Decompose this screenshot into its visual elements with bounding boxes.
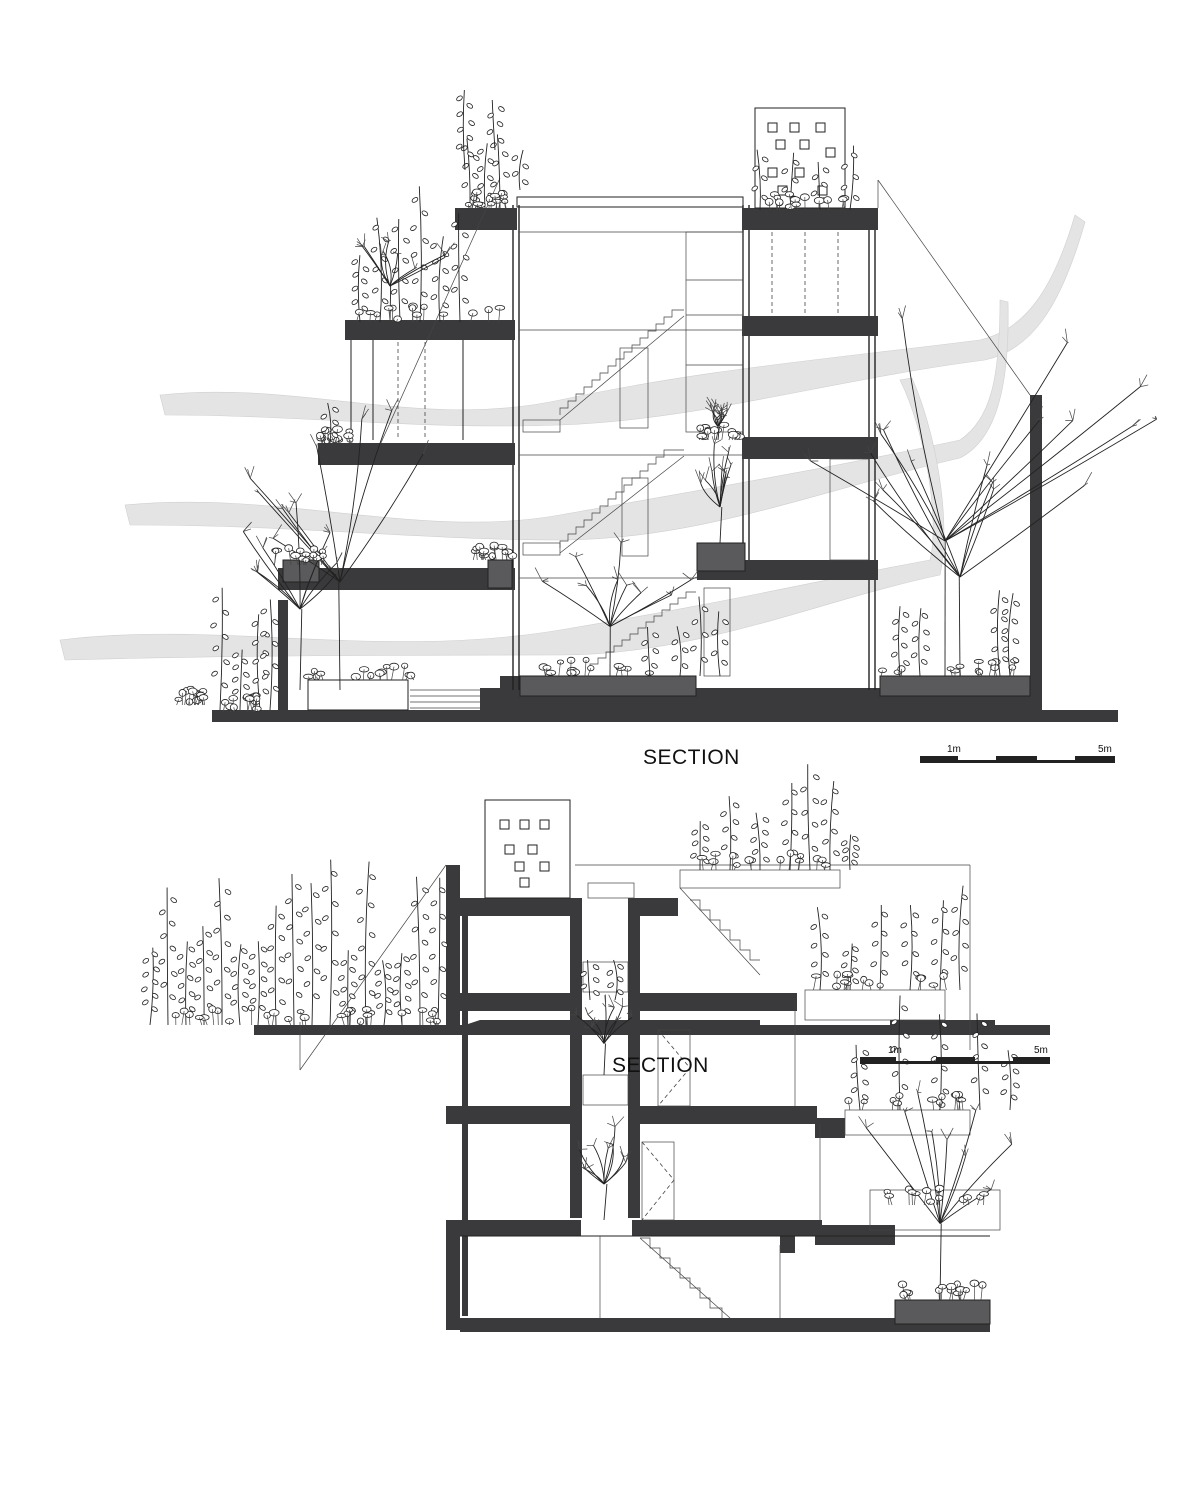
building-walls: [446, 898, 990, 1332]
floor-slabs: [278, 196, 878, 590]
entry-steps: [307, 679, 480, 711]
vegetation-2: [141, 764, 1020, 1301]
section-title-1: SECTION: [643, 746, 740, 769]
scale-label-start: 1m: [947, 744, 961, 755]
roof-tower: [754, 107, 846, 209]
vegetation: [174, 89, 1157, 713]
scale-bar-1: 1m 5m: [920, 744, 1115, 763]
section-title-2: SECTION: [612, 1054, 709, 1077]
scale-bar-2: 1m 5m: [860, 1045, 1050, 1064]
scale-label-end-2: 5m: [1034, 1045, 1048, 1056]
section-drawing-2: [141, 764, 1050, 1332]
airflow-arrows: [59, 214, 1086, 661]
interior-elements: [379, 177, 1031, 697]
scale-label-end: 5m: [1098, 744, 1112, 755]
roof-tower-2: [484, 799, 571, 899]
section-drawing-1: [59, 89, 1157, 722]
scale-label-start-2: 1m: [888, 1045, 902, 1056]
interior-elements-2: [582, 1029, 991, 1325]
